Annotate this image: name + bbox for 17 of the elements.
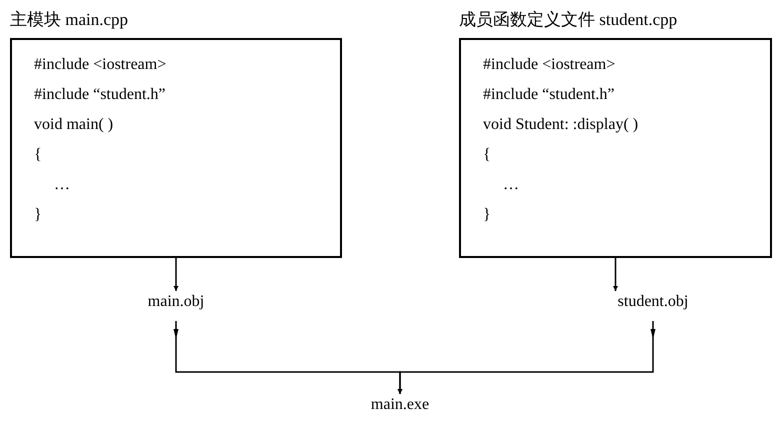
file-label: main.obj <box>140 293 212 317</box>
code-line: #include <iostream> <box>483 55 616 75</box>
code-line: void Student: :display( ) <box>483 115 638 135</box>
file-heading: 成员函数定义文件 student.cpp <box>459 9 678 31</box>
code-line: { <box>483 145 491 165</box>
code-line: #include “student.h” <box>34 85 166 105</box>
code-line: } <box>483 205 491 225</box>
code-line: { <box>34 145 42 165</box>
code-line: } <box>34 205 42 225</box>
code-line: #include “student.h” <box>483 85 615 105</box>
code-line: … <box>53 175 70 195</box>
code-line: void main( ) <box>34 115 114 135</box>
file-label: student.obj <box>612 293 694 317</box>
code-line: #include <iostream> <box>34 55 166 75</box>
file-heading: 主模块 main.cpp <box>10 9 128 31</box>
code-line: … <box>502 175 519 195</box>
file-label: main.exe <box>364 396 436 420</box>
